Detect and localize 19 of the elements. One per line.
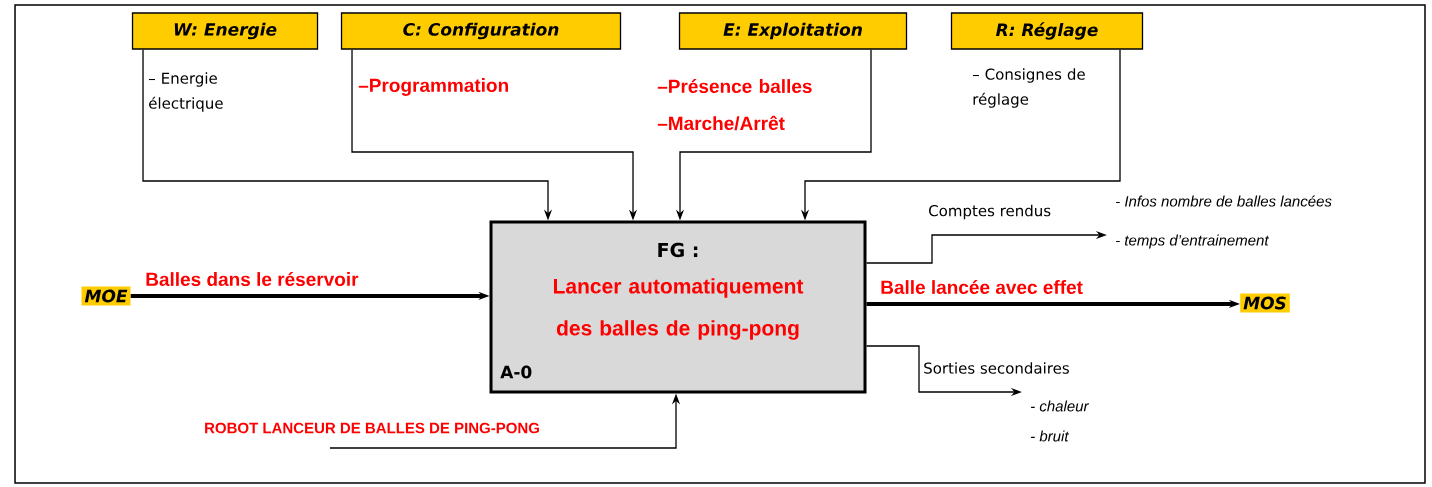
function-box: FG : Lancer automatiquement des balles de ping-pong A-0	[489, 220, 867, 394]
edge-label: Balles dans le réservoir	[146, 271, 359, 287]
control-box: C: Configuration	[340, 12, 622, 50]
input-text: – Consignes de réglage	[972, 68, 1085, 108]
flow-tag: MOE	[81, 286, 131, 306]
support-text: ROBOT LANCEUR DE BALLES DE PING-PONG	[205, 422, 539, 434]
control-box: W: Energie	[131, 12, 319, 50]
input-text: –Marche/Arrêt	[657, 115, 785, 131]
control-box: R: Réglage	[950, 12, 1144, 50]
edge-label: Sorties secondaires	[924, 362, 1069, 374]
edge-label: Comptes rendus	[929, 204, 1051, 220]
flow-tag: MOS	[1240, 293, 1290, 313]
output-list: - Infos nombre de balles lancées - temps d’entrainement	[1115, 195, 1332, 249]
control-box: E: Exploitation	[678, 12, 908, 50]
edge-label: Balle lancée avec effet	[881, 279, 1083, 295]
input-text: –Programmation	[358, 78, 508, 96]
output-list: - chaleur - bruit	[1030, 400, 1090, 442]
input-text: – Energie électrique	[148, 72, 223, 112]
input-text: –Présence balles	[657, 78, 812, 94]
